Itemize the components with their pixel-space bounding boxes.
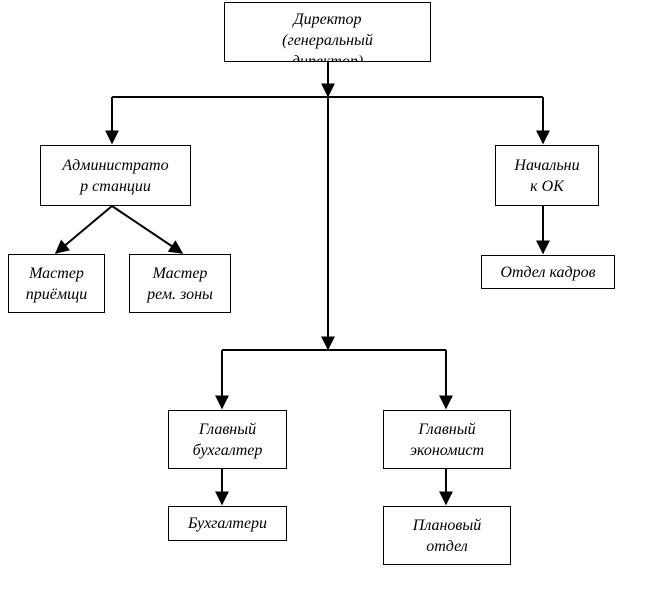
node-chief-economist: Главный экономист xyxy=(383,410,511,469)
node-hr-head-line-1: Начальни xyxy=(514,156,580,174)
node-accountants-line-1: Бухгалтери xyxy=(187,515,268,532)
node-planning-department: Плановый отдел xyxy=(383,506,511,565)
node-chief-accountant: Главный бухгалтер xyxy=(168,410,287,469)
node-hr-department: Отдел кадров xyxy=(481,255,615,289)
node-accountants: Бухгалтери xyxy=(168,506,287,541)
node-chief-accountant-line-2: бухгалтер xyxy=(192,441,263,459)
node-repair-zone-master: Мастер рем. зоны xyxy=(129,254,231,313)
node-station-admin-line-1: Администрато xyxy=(62,156,169,174)
node-reception-master-line-1: Мастер xyxy=(29,264,84,282)
node-chief-economist-line-2: экономист xyxy=(409,441,485,459)
node-hr-head-line-2: к ОК xyxy=(530,177,564,195)
node-planning-department-line-2: отдел xyxy=(426,537,468,555)
node-director-line-3: директор) xyxy=(291,53,364,62)
node-station-admin: Администрато р станции xyxy=(40,145,191,206)
node-director-line-2: (генеральный xyxy=(282,32,373,49)
node-reception-master-line-2: приёмщи xyxy=(25,285,88,303)
node-repair-zone-master-line-2: рем. зоны xyxy=(147,285,213,303)
connector-admin-to-repair xyxy=(111,205,184,254)
node-chief-economist-line-1: Главный xyxy=(418,420,476,438)
node-director-line-1: Директор xyxy=(293,11,362,28)
node-hr-department-line-1: Отдел кадров xyxy=(500,263,596,281)
node-hr-head: Начальни к ОК xyxy=(495,145,599,206)
connector-admin-to-reception xyxy=(54,205,113,254)
node-director: Директор (генеральный директор) xyxy=(224,2,431,62)
node-repair-zone-master-line-1: Мастер xyxy=(152,264,208,282)
node-reception-master: Мастер приёмщи xyxy=(8,254,105,313)
node-planning-department-line-1: Плановый xyxy=(412,516,482,534)
node-chief-accountant-line-1: Главный xyxy=(198,420,257,438)
node-station-admin-line-2: р станции xyxy=(80,177,151,195)
